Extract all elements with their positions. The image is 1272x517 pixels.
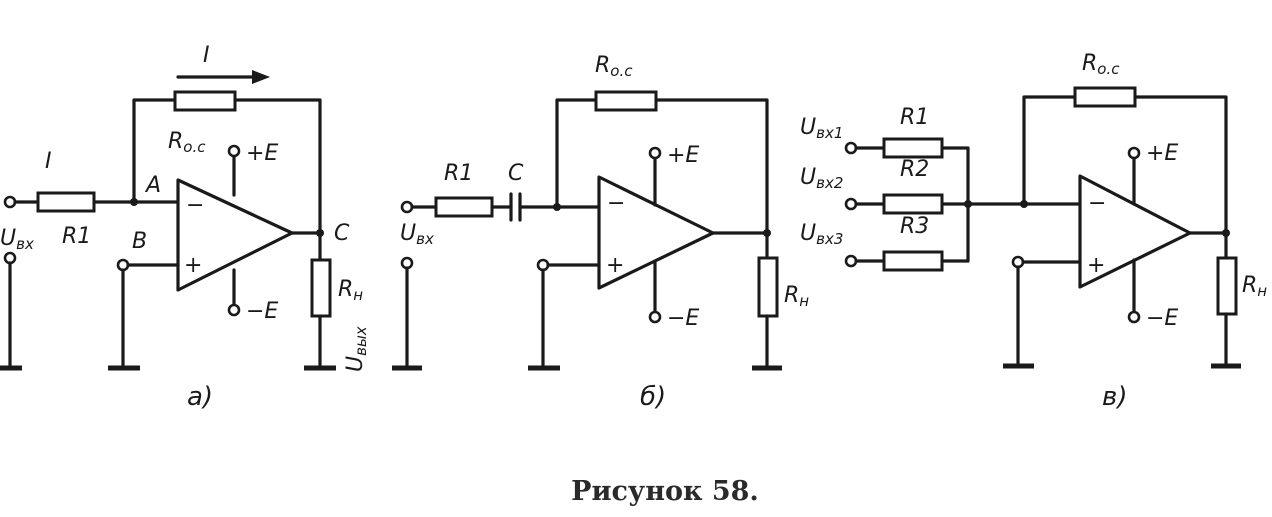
negative-supply-label: −E: [246, 299, 278, 324]
circuit-b: Uвх R1 C Ro.c − + +E −E: [392, 53, 809, 412]
input-resistor-1-label: R1: [900, 105, 929, 130]
feedback-resistor-label: Ro.c: [595, 53, 633, 80]
feedback-resistor: [594, 90, 658, 112]
feedback-resistor: [1073, 86, 1137, 108]
load-resistor-label: Rн: [338, 277, 363, 304]
inverting-input-sign: −: [186, 193, 204, 218]
input-voltage-1-label: Uвх1: [800, 115, 843, 142]
input-resistor-2-label: R2: [900, 157, 929, 182]
input-resistor-r1: [882, 137, 944, 159]
inverting-input-sign: −: [607, 191, 625, 216]
input-resistor-r1: [36, 191, 96, 213]
positive-supply-terminal: [227, 144, 241, 158]
output-voltage-label: Uвых: [343, 326, 370, 372]
negative-supply-label: −E: [667, 306, 699, 331]
input-voltage-label: Uвх: [0, 226, 34, 253]
figure-caption: Рисунок 58.: [571, 476, 759, 507]
node-c-label: C: [334, 221, 350, 246]
load-resistor-label: Rн: [1242, 273, 1267, 300]
load-resistor: [1216, 256, 1238, 316]
input-voltage-label: Uвх: [400, 221, 434, 248]
positive-supply-label: +E: [1146, 141, 1178, 166]
input-resistor-label: R1: [444, 161, 473, 186]
input-resistor-label: R1: [62, 224, 91, 249]
circuit-a: I Uвх I R1 A Ro.c − + +E: [0, 43, 370, 412]
input-current-label: I: [45, 149, 52, 174]
op-amp: [176, 178, 294, 292]
negative-supply-terminal: [648, 310, 662, 324]
node-a-label: A: [144, 173, 161, 198]
capacitor-label: C: [508, 161, 524, 186]
input-voltage-3-label: Uвх3: [800, 221, 843, 248]
input-resistor-r1: [434, 196, 494, 218]
load-resistor: [310, 258, 332, 318]
noninverting-input-sign: +: [184, 253, 202, 278]
noninverting-input-sign: +: [1087, 253, 1105, 278]
positive-supply-label: +E: [246, 141, 278, 166]
load-resistor-label: Rн: [784, 283, 809, 310]
part-label-b: б): [640, 382, 666, 412]
input-voltage-2-label: Uвх2: [800, 165, 843, 192]
input-resistor-3-label: R3: [900, 214, 929, 239]
feedback-resistor-label: Ro.c: [168, 129, 206, 156]
input-resistor-r3: [882, 250, 944, 272]
feedback-resistor-label: Ro.c: [1082, 51, 1120, 78]
feedback-resistor: [173, 90, 237, 112]
input-resistor-r2: [882, 193, 944, 215]
inverting-input-sign: −: [1088, 191, 1106, 216]
noninverting-input-sign: +: [606, 253, 624, 278]
positive-supply-terminal: [648, 146, 662, 160]
negative-supply-terminal: [1127, 310, 1141, 324]
circuit-c: Uвх1 Uвх2 Uвх3 R1 R2 R3 Ro.c − +: [800, 51, 1267, 412]
positive-supply-label: +E: [667, 143, 699, 168]
current-arrow-icon: [176, 70, 270, 84]
part-label-c: в): [1102, 382, 1127, 412]
part-label-a: a): [187, 382, 213, 412]
negative-supply-label: −E: [1146, 306, 1178, 331]
load-resistor: [757, 256, 779, 318]
summing-junction-dot: [964, 200, 972, 208]
current-label: I: [203, 43, 210, 68]
negative-supply-terminal: [227, 303, 241, 317]
node-b-label: B: [132, 229, 147, 254]
positive-supply-terminal: [1127, 146, 1141, 160]
